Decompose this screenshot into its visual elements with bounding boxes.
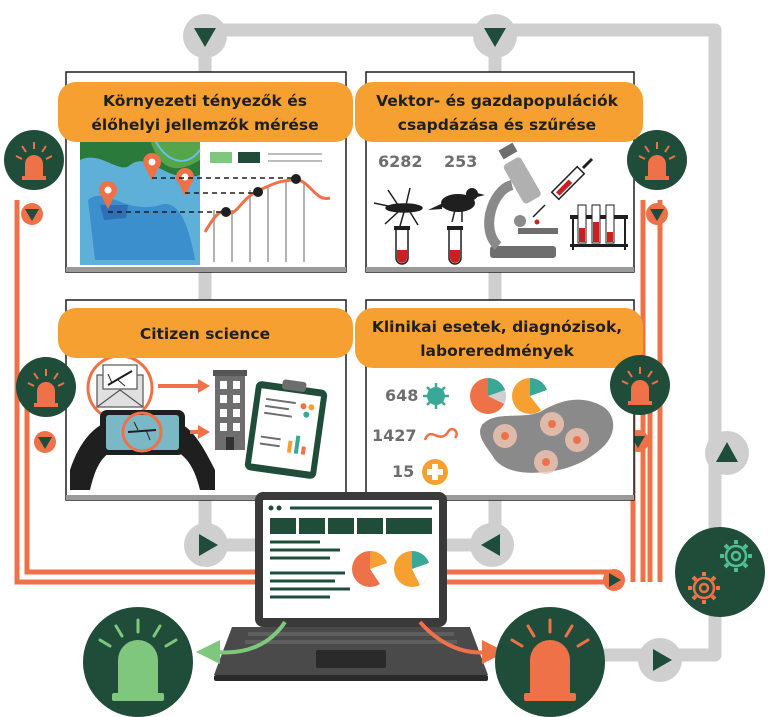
microscope-icon xyxy=(484,142,558,258)
syringe-icon xyxy=(532,157,594,225)
alert-arrow-right xyxy=(603,569,625,591)
flow-arrow-right-up xyxy=(705,431,749,475)
virus-count: 648 xyxy=(385,386,418,405)
alarm-light-icon xyxy=(16,357,76,417)
alert-arrow-left-lower xyxy=(34,431,56,453)
map-pin-icon xyxy=(99,153,194,209)
panel-clinical: 648 1427 15 xyxy=(355,299,643,501)
mosquito-count: 6282 xyxy=(378,152,423,171)
alarm-light-icon xyxy=(627,130,687,190)
clinical-title-line2: laboreredmények xyxy=(420,342,574,360)
cross-icon xyxy=(422,459,448,485)
building-icon xyxy=(213,370,247,450)
vector-title-line2: csapdázása és szűrése xyxy=(398,116,596,134)
tube-rack-icon xyxy=(570,204,628,250)
flow-arrow-bottom-right xyxy=(470,523,514,567)
panel-environment: Környezeti tényezők és élőhelyi jellemző… xyxy=(58,71,353,273)
citizen-arrows xyxy=(158,379,210,439)
orange-alert-arrow xyxy=(418,620,506,664)
panel-citizen-science: Citizen science xyxy=(58,299,353,501)
pie-chart-icon xyxy=(470,377,548,414)
virus-icon xyxy=(423,383,449,409)
flow-arrow-top-left xyxy=(183,14,227,58)
laptop-icon xyxy=(214,492,488,681)
alert-arrow-right-upper xyxy=(646,203,668,225)
environment-title-line1: Környezeti tényezők és xyxy=(103,92,307,110)
bird-count: 253 xyxy=(444,152,477,171)
citizen-title: Citizen science xyxy=(140,325,270,343)
hungary-map-icon xyxy=(480,399,614,474)
green-alert-arrow xyxy=(196,620,287,664)
gear-icon xyxy=(675,527,765,617)
worm-count: 1427 xyxy=(372,426,417,445)
alert-arrow-left-upper xyxy=(21,203,43,225)
flow-arrow-bottom-left xyxy=(184,523,228,567)
alarm-light-icon xyxy=(610,355,670,415)
alarm-light-icon xyxy=(495,607,605,717)
alarm-light-icon xyxy=(4,130,64,190)
clinical-title-line1: Klinikai esetek, diagnózisok, xyxy=(372,318,622,336)
cross-count: 15 xyxy=(392,462,414,481)
environment-title-line2: élőhelyi jellemzők mérése xyxy=(91,116,318,134)
panel-vector: 6282 253 xyxy=(355,71,643,273)
flow-arrow-bottom-out xyxy=(638,638,682,682)
line-graph-icon xyxy=(108,152,331,262)
smartphone-icon xyxy=(70,410,215,490)
clipboard-icon xyxy=(244,379,328,479)
flow-arrow-top-right xyxy=(473,14,517,58)
mosquito-icon xyxy=(373,187,423,227)
alarm-light-icon xyxy=(83,607,193,717)
vector-title-line1: Vektor- és gazdapopulációk xyxy=(376,92,619,110)
worm-icon xyxy=(423,427,458,441)
envelope-icon xyxy=(86,354,154,422)
test-tube-icon xyxy=(394,226,463,265)
bird-icon xyxy=(428,188,485,223)
map-icon xyxy=(80,139,201,265)
